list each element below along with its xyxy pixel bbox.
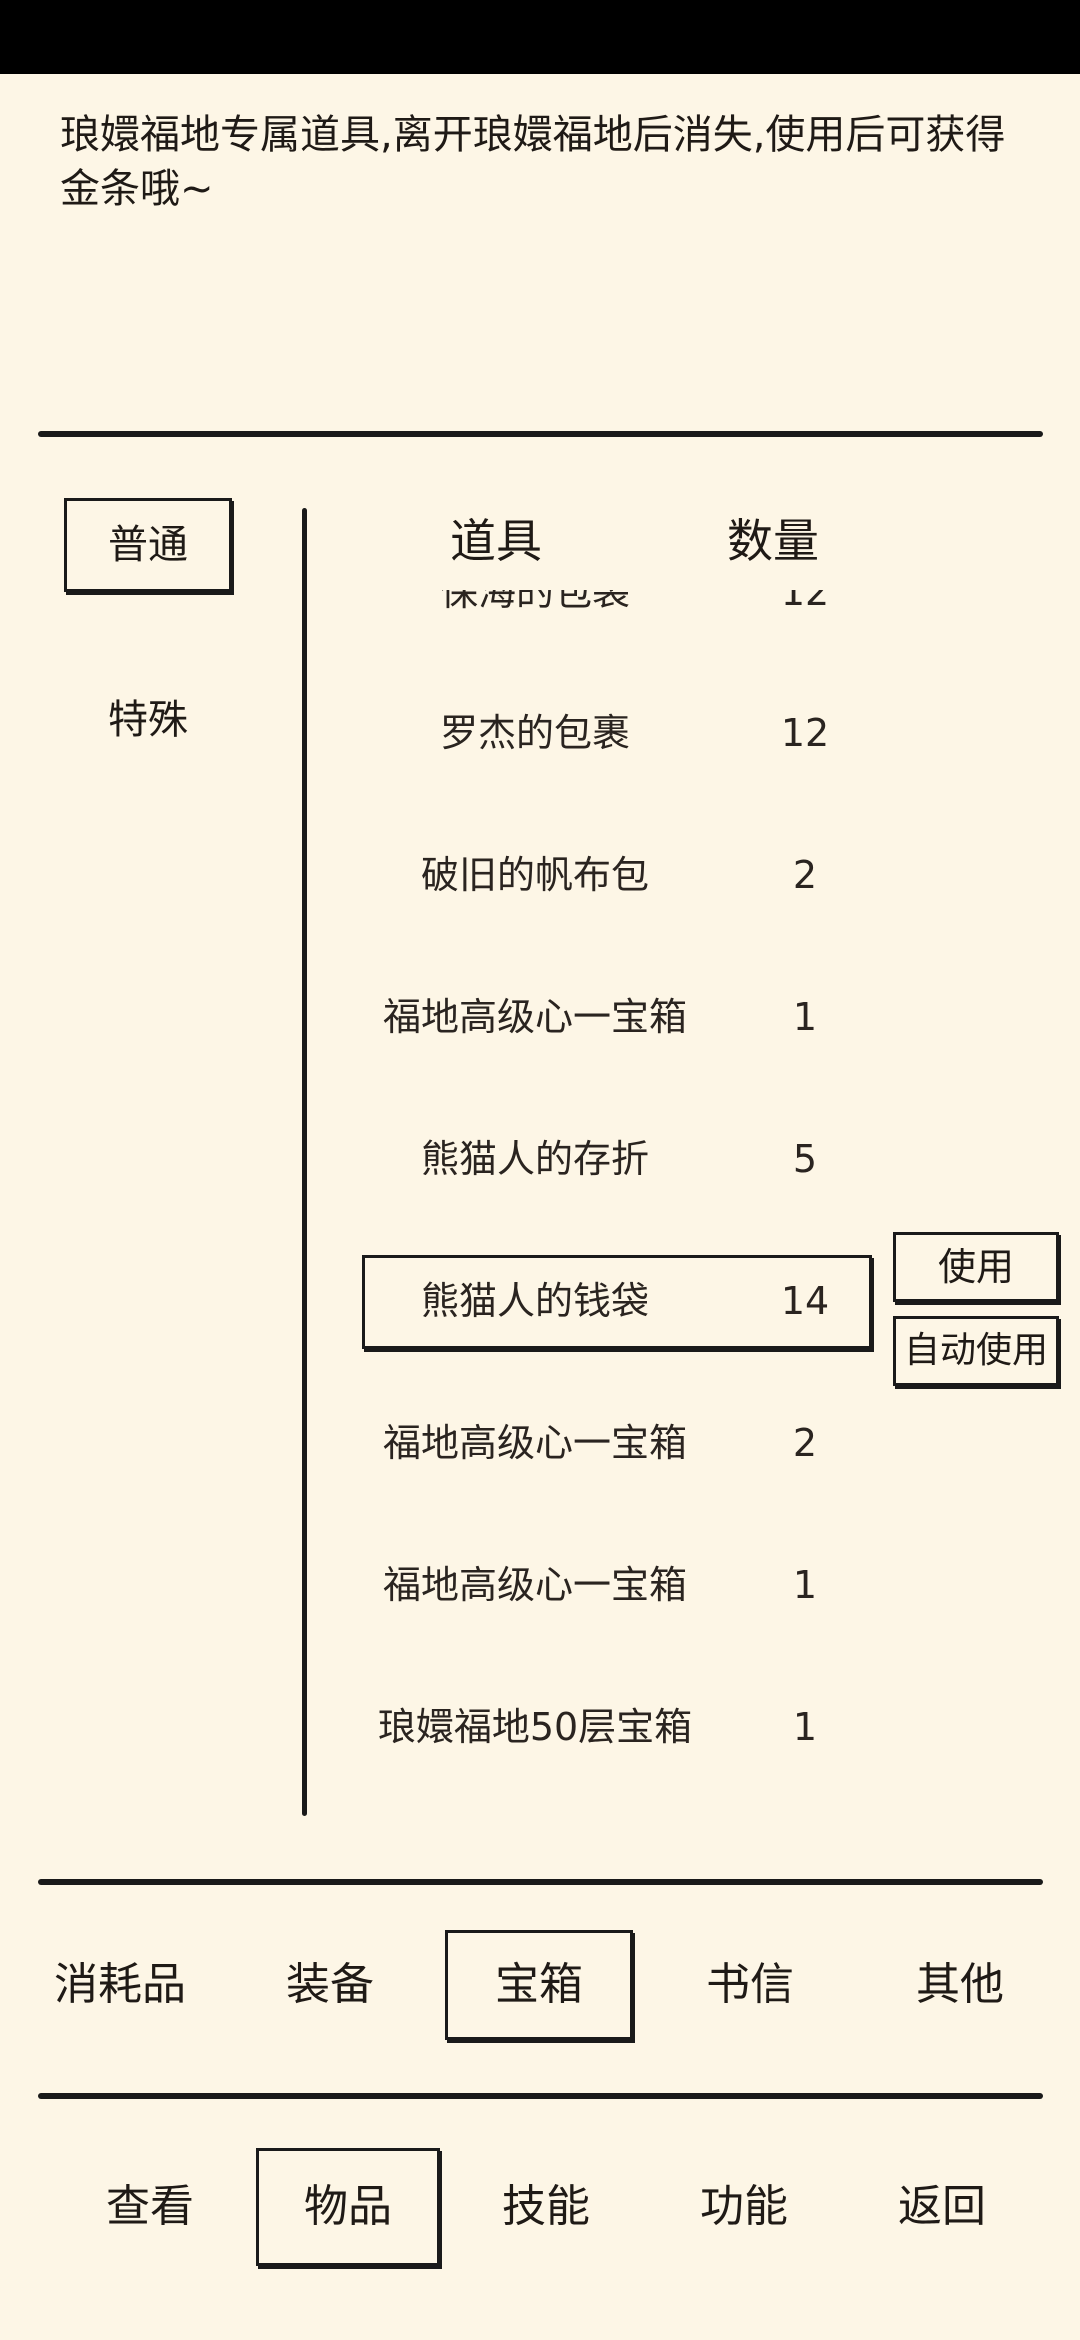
list-item-selected[interactable]: 熊猫人的钱袋 14 — [330, 1251, 900, 1351]
tab-chests[interactable]: 宝箱 — [445, 1930, 633, 2040]
item-qty: 5 — [792, 1137, 818, 1181]
item-list[interactable]: 保海的包袋 12 罗杰的包裹 12 破旧的帆布包 2 福地高级心一宝箱 1 熊猫… — [330, 590, 900, 1800]
item-name: 福地高级心一宝箱 — [382, 995, 687, 1039]
item-qty: 1 — [792, 995, 818, 1039]
item-description: 琅嬛福地专属道具,离开琅嬛福地后消失,使用后可获得金条哦~ — [60, 112, 1006, 212]
auto-use-button[interactable]: 自动使用 — [893, 1316, 1059, 1386]
tab-others[interactable]: 其他 — [860, 1930, 1060, 2040]
list-item[interactable]: 福地高级心一宝箱 1 — [330, 1535, 900, 1635]
item-name: 琅嬛福地50层宝箱 — [377, 1705, 693, 1749]
column-header-qty: 数量 — [727, 514, 819, 568]
category-special[interactable]: 特殊 — [64, 690, 232, 750]
item-name: 熊猫人的存折 — [420, 1137, 649, 1181]
nav-back-label: 返回 — [898, 2181, 986, 2232]
item-name: 福地高级心一宝箱 — [382, 1421, 687, 1465]
tab-letters-label: 书信 — [706, 1959, 794, 2010]
item-qty: 2 — [792, 1421, 818, 1465]
nav-skills-label: 技能 — [502, 2181, 590, 2232]
nav-items[interactable]: 物品 — [256, 2148, 440, 2266]
nav-view[interactable]: 查看 — [50, 2148, 250, 2266]
selection-frame — [362, 1255, 872, 1349]
status-bar — [0, 0, 1080, 74]
item-qty: 1 — [792, 1705, 818, 1749]
tab-letters[interactable]: 书信 — [650, 1930, 850, 2040]
top-divider — [38, 431, 1043, 437]
list-item[interactable]: 保海的包袋 12 — [330, 590, 900, 642]
item-name: 保海的包袋 — [439, 590, 630, 614]
nav-functions[interactable]: 功能 — [644, 2148, 844, 2266]
tab-chests-label: 宝箱 — [495, 1959, 583, 2010]
item-qty: 1 — [792, 1563, 818, 1607]
bottom-divider — [38, 2093, 1043, 2099]
panel-divider — [302, 508, 307, 1816]
list-item[interactable]: 福地高级心一宝箱 2 — [330, 1393, 900, 1493]
item-qty: 14 — [780, 1279, 830, 1323]
item-name: 熊猫人的钱袋 — [420, 1279, 649, 1323]
list-item[interactable]: 熊猫人的存折 5 — [330, 1109, 900, 1209]
nav-view-label: 查看 — [106, 2181, 194, 2232]
list-item[interactable]: 福地高级心一宝箱 1 — [330, 967, 900, 1067]
use-button[interactable]: 使用 — [893, 1232, 1059, 1302]
category-special-label: 特殊 — [108, 697, 188, 743]
tab-equipment-label: 装备 — [286, 1959, 374, 2010]
list-item[interactable]: 琅嬛福地50层宝箱 1 — [330, 1677, 900, 1777]
item-name: 罗杰的包裹 — [439, 711, 630, 755]
use-button-label: 使用 — [937, 1245, 1014, 1289]
tab-others-label: 其他 — [916, 1959, 1004, 2010]
nav-items-label: 物品 — [304, 2181, 392, 2232]
category-normal-label: 普通 — [108, 522, 188, 568]
auto-use-button-label: 自动使用 — [903, 1330, 1048, 1371]
middle-divider — [38, 1879, 1043, 1885]
item-qty: 12 — [780, 590, 830, 614]
nav-back[interactable]: 返回 — [842, 2148, 1042, 2266]
column-header-item: 道具 — [450, 514, 542, 568]
tab-consumables[interactable]: 消耗品 — [20, 1930, 220, 2040]
item-name: 福地高级心一宝箱 — [382, 1563, 687, 1607]
item-qty: 12 — [780, 711, 830, 755]
nav-skills[interactable]: 技能 — [446, 2148, 646, 2266]
tab-equipment[interactable]: 装备 — [230, 1930, 430, 2040]
item-qty: 2 — [792, 853, 818, 897]
list-item[interactable]: 破旧的帆布包 2 — [330, 825, 900, 925]
list-item[interactable]: 罗杰的包裹 12 — [330, 683, 900, 783]
tab-consumables-label: 消耗品 — [54, 1959, 186, 2010]
item-name: 破旧的帆布包 — [420, 853, 649, 897]
nav-functions-label: 功能 — [700, 2181, 788, 2232]
category-normal[interactable]: 普通 — [64, 498, 232, 592]
